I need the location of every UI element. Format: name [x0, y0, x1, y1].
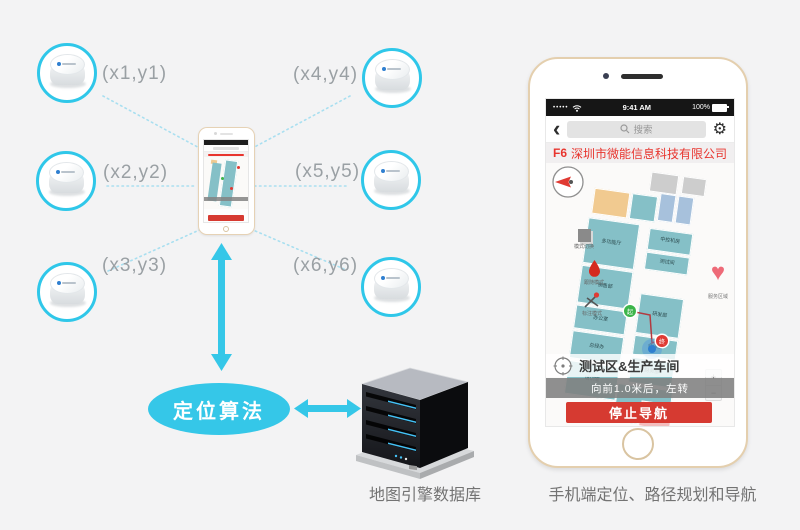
battery-icon: [712, 103, 729, 112]
floor-badge: F6: [552, 146, 567, 160]
room: 研发部: [634, 293, 685, 339]
route-start-marker: 起: [624, 305, 636, 317]
location-title-bar: F6 深圳市微能信息科技有限公司: [546, 143, 734, 163]
nav-bar: ‹ 搜索 ⚙: [546, 116, 734, 143]
mini-screen: [203, 139, 249, 223]
tool-label: 模式切换: [573, 244, 594, 250]
mini-speaker: [220, 133, 233, 135]
room-block: [674, 195, 695, 226]
status-time: 9:41 AM: [622, 103, 652, 112]
status-bar: ••••• 9:41 AM 100%: [546, 99, 734, 116]
beacon-1-coord: (x1,y1): [102, 63, 168, 84]
beacon-6: [361, 257, 421, 317]
room: 测试间: [643, 251, 690, 276]
mini-camera-icon: [214, 132, 217, 135]
room-block: [680, 175, 708, 198]
beacon-2-coord: (x2,y2): [103, 162, 169, 183]
stop-navigation-button[interactable]: 停止导航: [566, 402, 712, 423]
back-icon[interactable]: ‹: [553, 116, 561, 141]
destination-name: 测试区&生产车间: [579, 359, 680, 374]
phone-algorithm-arrow: [211, 243, 232, 371]
database-server-icon: [356, 367, 474, 479]
mini-phone: [198, 127, 255, 235]
beacon-logo-icon: [57, 62, 76, 66]
speaker: [621, 74, 663, 79]
beacon-3: [37, 262, 97, 322]
beacon-logo-icon: [382, 67, 401, 71]
tool-label: 标注模式: [581, 311, 602, 317]
mini-stop-button: [208, 215, 244, 221]
mini-home-button: [223, 226, 229, 232]
layers-icon: [577, 229, 591, 242]
search-placeholder: 搜索: [633, 125, 653, 136]
beacon-2: [36, 151, 96, 211]
room-block: [591, 187, 631, 219]
battery-indicator: 100%: [692, 103, 729, 112]
room-block: [648, 171, 680, 196]
company-name: 深圳市微能信息科技有限公司: [571, 146, 728, 161]
smartphone-mockup: ••••• 9:41 AM 100% ‹: [528, 57, 748, 468]
drop-icon: [588, 260, 600, 277]
phone-caption: 手机端定位、路径规划和导航: [548, 487, 757, 504]
navigation-instruction: 向前1.0米后，左转: [546, 378, 734, 398]
heart-icon: ♥: [710, 259, 726, 286]
mode-switch-tool[interactable]: 模式切换: [560, 229, 608, 250]
mini-nav-bar: [204, 145, 248, 152]
mini-map: [204, 157, 248, 209]
camera-icon: [603, 73, 609, 79]
search-icon: [620, 124, 630, 134]
route-end-marker: 终: [656, 335, 668, 347]
beacon-4: [362, 48, 422, 108]
beacon-6-coord: (x6,y6): [293, 255, 359, 276]
beacon-5: [361, 150, 421, 210]
mini-title-bar: [204, 152, 248, 157]
beacon-1: [37, 43, 97, 103]
room: 中控机房: [646, 227, 694, 256]
mini-instruction-banner: [204, 197, 248, 201]
destination-row: 测试区&生产车间: [546, 354, 734, 377]
settings-gear-icon[interactable]: ⚙: [712, 121, 727, 138]
locate-crosshair-icon[interactable]: [553, 356, 573, 376]
beacon-logo-icon: [381, 169, 400, 173]
tools-pin-icon: [584, 292, 600, 308]
server-caption: 地图引擎数据库: [368, 487, 481, 504]
app-screen: ••••• 9:41 AM 100% ‹: [545, 98, 735, 427]
compass-icon[interactable]: [551, 165, 585, 199]
battery-percent: 100%: [692, 104, 710, 111]
mini-marker: [230, 187, 233, 190]
home-button[interactable]: [622, 428, 654, 460]
tool-label: 跟随模式: [583, 280, 604, 286]
beacon-logo-icon: [381, 276, 400, 280]
beacon-3-coord: (x3,y3): [102, 255, 168, 276]
beacon-logo-icon: [56, 170, 75, 174]
beacon-5-coord: (x5,y5): [295, 161, 361, 182]
room-block: [656, 193, 677, 223]
algorithm-label: 定位算法: [173, 400, 265, 423]
wifi-icon: [572, 104, 581, 112]
positioning-algorithm-node: 定位算法: [148, 383, 290, 435]
favorite-label: 服务区域: [707, 294, 728, 300]
mini-marker: [237, 166, 240, 169]
annotate-mode-tool[interactable]: 标注模式: [568, 291, 616, 317]
follow-mode-tool[interactable]: 跟随模式: [570, 259, 618, 286]
algorithm-database-arrow: [294, 399, 361, 418]
signal-dots: •••••: [553, 104, 569, 111]
beacon-logo-icon: [57, 281, 76, 285]
mini-marker: [221, 177, 224, 180]
mini-status-bar: [204, 140, 248, 145]
favorite-place[interactable]: ♥ 服务区域: [698, 259, 734, 309]
beacon-4-coord: (x4,y4): [293, 64, 359, 85]
room-block: [628, 193, 659, 223]
search-input[interactable]: 搜索: [567, 120, 706, 138]
